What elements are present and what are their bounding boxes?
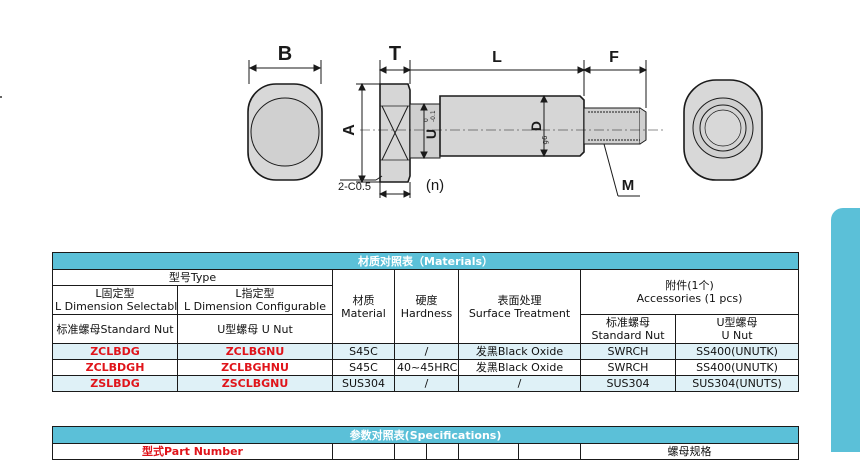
- part-fixed: ZCLBDGH: [52, 359, 178, 376]
- dim-t-label: T: [389, 43, 401, 65]
- material-cell: S45C: [332, 343, 395, 360]
- part-fixed: ZCLBDG: [52, 343, 178, 360]
- material-cell: S45C: [332, 359, 395, 376]
- dim-u-tol-lower: -0.1: [430, 110, 437, 122]
- dim-f-label: F: [609, 49, 619, 66]
- dim-d-group: D g6: [528, 121, 549, 145]
- surface-cell: 发黑Black Oxide: [458, 343, 581, 360]
- acc-std-cell: SUS304: [580, 375, 676, 392]
- dim-a-label: A: [341, 124, 358, 136]
- acc-u-cell: SS400(UNUTK): [674, 359, 800, 376]
- accessories-header: 附件(1个)Accessories (1 pcs): [579, 269, 800, 315]
- table-row: ZSLBDG ZSCLBGNU SUS304 / / SUS304 SUS304…: [52, 375, 800, 392]
- left-end-view: [247, 60, 323, 181]
- side-tab[interactable]: [831, 208, 860, 452]
- surface-cell: /: [458, 375, 581, 392]
- chamfer-label: 2-C0.5: [338, 181, 371, 193]
- acc-std-cell: SWRCH: [580, 343, 676, 360]
- table-row: ZCLBDGH ZCLBGHNU S45C 40~45HRC 发黑Black O…: [52, 359, 800, 376]
- right-end-view: [683, 79, 763, 181]
- part-config: ZSCLBGNU: [177, 375, 333, 392]
- hardness-cell: /: [394, 375, 459, 392]
- acc-u-cell: SUS304(UNUTS): [674, 375, 800, 392]
- acc-u-cell: SS400(UNUTK): [674, 343, 800, 360]
- table-row: ZCLBDG ZCLBGNU S45C / 发黑Black Oxide SWRC…: [52, 343, 800, 360]
- part-config: ZCLBGNU: [177, 343, 333, 360]
- dim-d-label: D: [528, 121, 544, 131]
- part-fixed: ZSLBDG: [52, 375, 178, 392]
- hardness-cell: /: [394, 343, 459, 360]
- hardness-cell: 40~45HRC: [394, 359, 459, 376]
- u-nut-subheader: U型螺母 U Nut: [177, 314, 333, 344]
- part-config: ZCLBGHNU: [177, 359, 333, 376]
- technical-drawing: B: [247, 43, 763, 198]
- acc-std-cell: SWRCH: [580, 359, 676, 376]
- specifications-table: 参数对照表(Specifications) 型式Part Number 螺母规格: [51, 426, 800, 460]
- specifications-title: 参数对照表(Specifications): [51, 426, 800, 444]
- dim-m-label: M: [622, 177, 635, 194]
- surface-cell: 发黑Black Oxide: [458, 359, 581, 376]
- dim-l-label: L: [492, 49, 502, 66]
- dim-d-fit: g6: [541, 135, 549, 144]
- dim-u-group: U 0 -0.1: [423, 110, 439, 139]
- material-cell: SUS304: [332, 375, 395, 392]
- dim-n-label: (n): [426, 177, 444, 194]
- type-header: 型号Type: [52, 269, 333, 286]
- dim-u-tol-upper: 0: [423, 118, 430, 122]
- std-nut-subheader: 标准螺母Standard Nut: [52, 314, 178, 344]
- side-view: [340, 60, 665, 198]
- dim-u-label: U: [423, 129, 439, 139]
- margin-mark: [0, 96, 2, 98]
- materials-title: 材质对照表（Materials）: [51, 252, 800, 270]
- dim-b-label: B: [278, 43, 292, 65]
